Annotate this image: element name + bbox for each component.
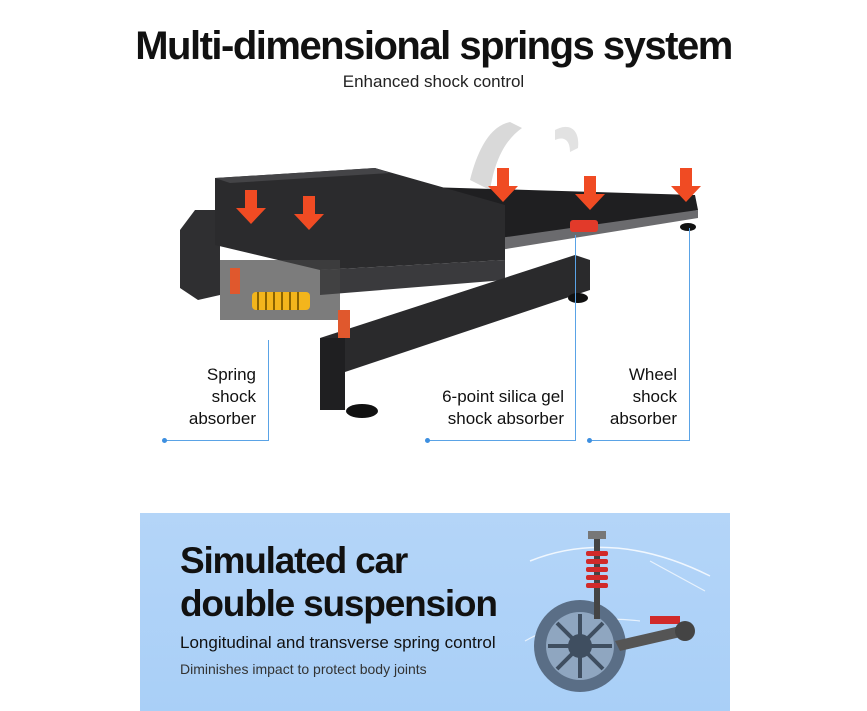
foot-pad [346, 404, 378, 418]
panel-title: Simulated car double suspension [180, 540, 498, 624]
main-subtitle: Enhanced shock control [342, 72, 525, 91]
silica-gel-pad [570, 220, 598, 232]
wheel-callout-line [689, 228, 690, 440]
coil-spring-icon [252, 292, 310, 310]
panel-benefit-line: Diminishes impact to protect body joints [180, 661, 427, 677]
suspension-panel: Simulated car double suspension Longitud… [140, 513, 730, 711]
control-arm [615, 626, 685, 651]
spring-shock-absorber-label: Spring shock absorber [188, 365, 256, 428]
car-suspension-illustration [524, 531, 711, 692]
silica-gel-absorber-label: 6-point silica gel shock absorber [442, 387, 564, 428]
main-title: Multi-dimensional springs system [135, 24, 733, 68]
coil-spring-icon [586, 551, 608, 588]
spring-callout-line [268, 340, 269, 440]
silica-callout-line [575, 235, 576, 440]
motor-hood [215, 168, 505, 270]
deck-edge [450, 210, 698, 258]
panel-feature-line: Longitudinal and transverse spring contr… [180, 633, 496, 652]
base-rail [320, 255, 590, 372]
hood-bottom [320, 260, 505, 295]
wheel-shock-absorber-label: Wheel shock absorber [609, 365, 677, 428]
down-arrow-icon [236, 168, 701, 230]
handle-grip [555, 126, 579, 152]
upright-post [470, 122, 522, 190]
treadmill-illustration [180, 122, 701, 418]
front-foot [180, 210, 220, 300]
